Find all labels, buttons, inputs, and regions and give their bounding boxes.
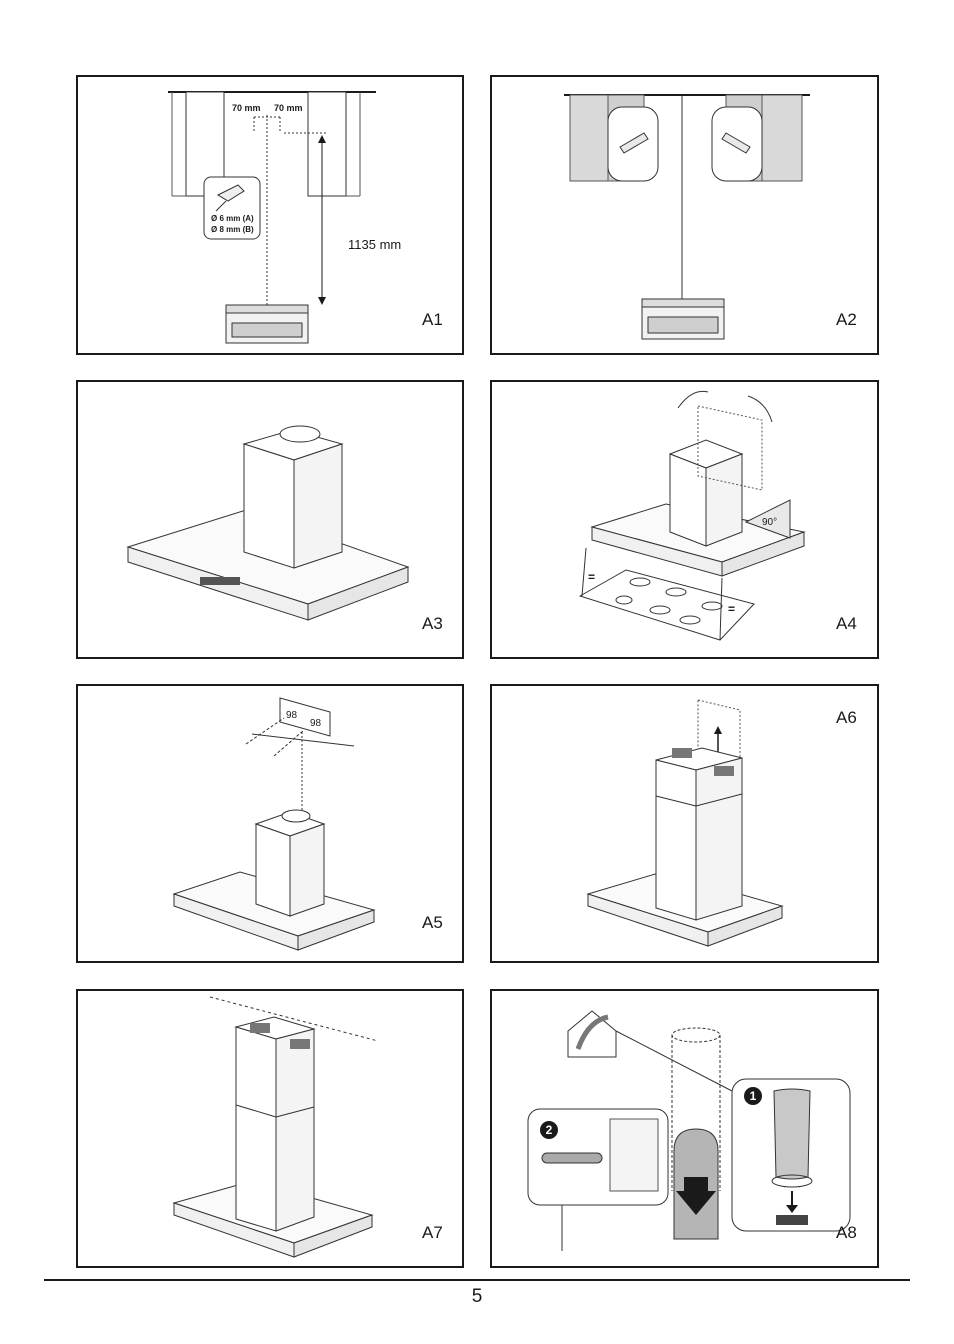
a4-equal-right: = bbox=[728, 602, 736, 616]
step-2-marker: 2 bbox=[540, 1121, 558, 1139]
panel-a2: A2 bbox=[490, 75, 879, 355]
panel-label: A1 bbox=[422, 310, 443, 329]
panel-label: A8 bbox=[836, 1223, 857, 1242]
panel-label: A5 bbox=[422, 913, 443, 932]
panel-a1: 70 mm 70 mm Ø 6 mm (A) Ø 8 mm (B) 1135 m… bbox=[76, 75, 464, 355]
panel-label: A2 bbox=[836, 310, 857, 329]
panel-label: A7 bbox=[422, 1223, 443, 1242]
footer-rule bbox=[44, 1279, 910, 1281]
step-1-marker: 1 bbox=[744, 1087, 762, 1105]
panel-a5: 98 98 A5 bbox=[76, 684, 464, 963]
a6-illustration bbox=[586, 699, 784, 947]
panel-label: A4 bbox=[836, 614, 857, 633]
a8-illustration bbox=[527, 1010, 851, 1251]
a4-illustration bbox=[578, 390, 806, 641]
page-number: 5 bbox=[471, 1286, 483, 1307]
a3-illustration bbox=[126, 425, 410, 621]
a7-illustration bbox=[172, 996, 379, 1258]
panel-a8: 1 2 A8 bbox=[490, 989, 879, 1268]
panel-label: A6 bbox=[836, 708, 857, 727]
panel-label: A3 bbox=[422, 614, 443, 633]
a1-height-label: 1135 mm bbox=[348, 237, 402, 252]
a1-illustration bbox=[168, 91, 376, 344]
a1-spacing-right: 70 mm bbox=[274, 103, 303, 113]
panel-a6: A6 bbox=[490, 684, 879, 963]
a1-drill-a: Ø 6 mm (A) bbox=[211, 214, 254, 223]
a4-equal-left: = bbox=[588, 570, 596, 584]
panel-a3: A3 bbox=[76, 380, 464, 659]
panel-a7: A7 bbox=[76, 989, 464, 1268]
a5-illustration bbox=[172, 697, 376, 951]
a5-angle-right: 98 bbox=[310, 718, 322, 729]
panel-a4: 90° = = A4 bbox=[490, 380, 879, 659]
a2-illustration bbox=[564, 94, 810, 340]
a4-angle: 90° bbox=[762, 517, 778, 528]
a1-spacing-left: 70 mm bbox=[232, 103, 261, 113]
a1-drill-b: Ø 8 mm (B) bbox=[211, 225, 254, 234]
a5-angle-left: 98 bbox=[286, 710, 298, 721]
